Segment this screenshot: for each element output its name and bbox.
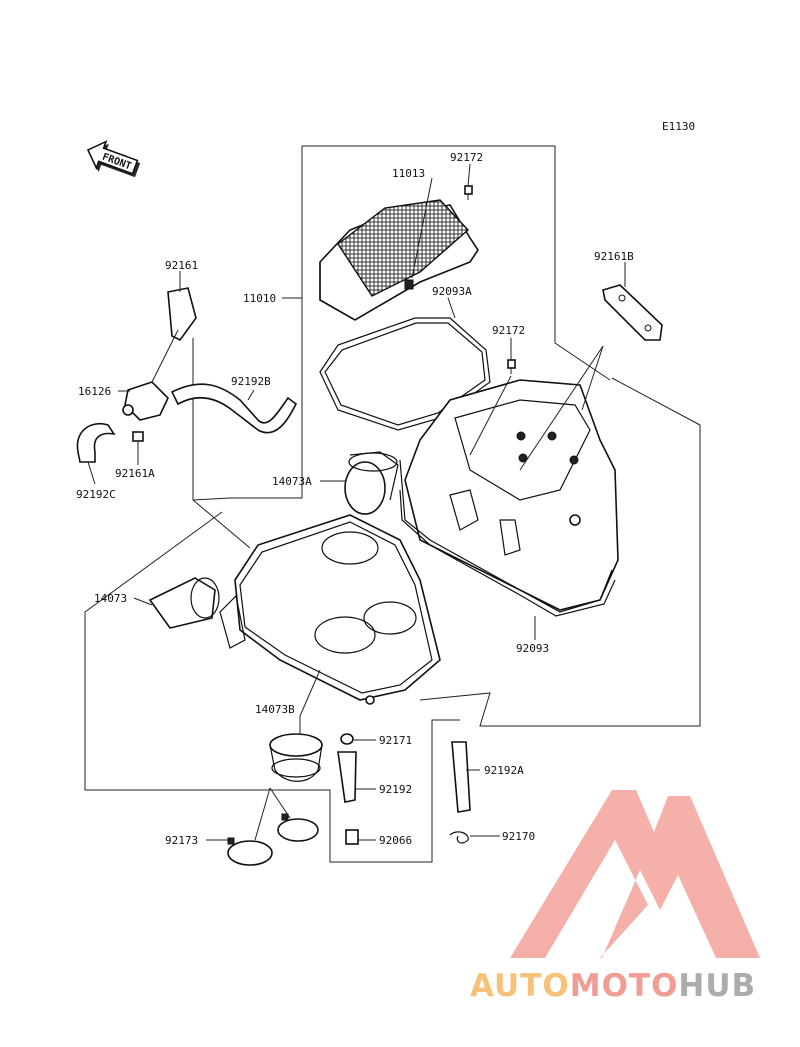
label-92192: 92192 <box>379 783 412 796</box>
label-14073: 14073 <box>94 592 127 605</box>
lower-case <box>219 514 441 705</box>
hose-92192a <box>451 741 471 813</box>
plug-92066 <box>345 829 359 845</box>
watermark-logo: AUTOMOTOHUB <box>470 790 760 1004</box>
label-16126: 16126 <box>78 385 111 398</box>
watermark-text-hub: HUB <box>678 968 756 1004</box>
label-92093: 92093 <box>516 642 549 655</box>
upper-case <box>399 379 619 613</box>
part-labels: 11013 92172 11010 92093A 92161 92161B 92… <box>76 151 634 847</box>
screw-92172-mid <box>507 359 516 374</box>
pad-92161a <box>132 431 144 442</box>
hose-92192c <box>76 423 116 463</box>
label-92171: 92171 <box>379 734 412 747</box>
label-92066: 92066 <box>379 834 412 847</box>
pad-92161b <box>602 284 663 341</box>
watermark-text-moto: MOTO <box>570 968 679 1004</box>
label-92192a: 92192A <box>484 764 524 777</box>
hose-92192b <box>170 383 298 434</box>
screw-92172-top <box>464 185 473 200</box>
svg-text:AUTOMOTOHUB: AUTOMOTOHUB <box>470 968 756 1004</box>
clip-92170 <box>449 831 469 844</box>
group-boundary-lines <box>84 145 701 863</box>
label-14073b: 14073B <box>255 703 295 716</box>
leader-lines <box>87 163 626 841</box>
label-92093a: 92093A <box>432 285 472 298</box>
gasket-92093a <box>319 317 491 431</box>
label-92192b: 92192B <box>231 375 271 388</box>
label-11013: 11013 <box>392 167 425 180</box>
label-92170: 92170 <box>502 830 535 843</box>
label-92161a: 92161A <box>115 467 155 480</box>
gasket-92093 <box>399 489 616 617</box>
label-92172-mid: 92172 <box>492 324 525 337</box>
duct-14073a <box>344 451 399 515</box>
duct-14073b <box>269 733 323 782</box>
label-92192c: 92192C <box>76 488 116 501</box>
watermark-triangle-icon <box>510 790 760 958</box>
watermark-text-auto: AUTO <box>470 968 570 1004</box>
label-92173: 92173 <box>165 834 198 847</box>
label-92161: 92161 <box>165 259 198 272</box>
valve-16126 <box>122 329 179 421</box>
clip-92171 <box>340 733 354 745</box>
duct-14073 <box>148 577 220 629</box>
clamps-92173 <box>227 813 319 866</box>
label-92172-top: 92172 <box>450 151 483 164</box>
diagram-code: E1130 <box>662 120 695 133</box>
air-filter-element <box>319 199 479 321</box>
label-11010: 11010 <box>243 292 276 305</box>
label-14073a: 14073A <box>272 475 312 488</box>
front-arrow-icon: FRONT <box>87 140 141 178</box>
pad-92161 <box>167 287 197 342</box>
hose-92192 <box>337 751 357 803</box>
label-92161b: 92161B <box>594 250 634 263</box>
